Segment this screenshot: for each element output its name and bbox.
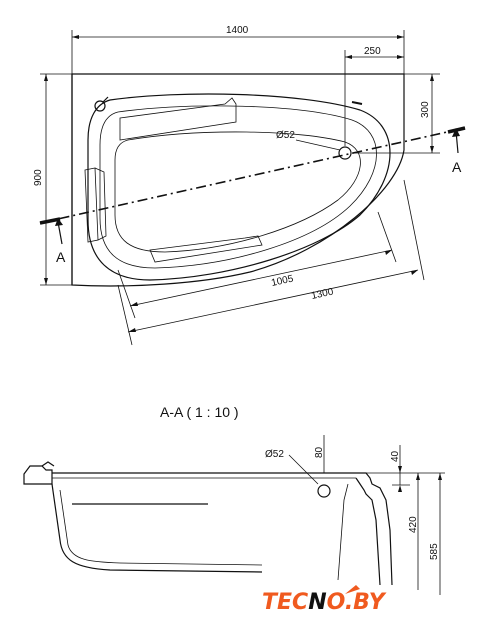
drain-icon [338,146,352,160]
logo-swoosh-icon [345,585,360,594]
section-view: A-A ( 1 : 10 ) Ø52 80 40 420 5 [23,404,445,595]
basin-inner [99,105,377,269]
section-mark-left: A [56,249,66,265]
dim-width: 1400 [226,25,249,36]
basin-floor [114,131,361,253]
dim-height: 900 [33,169,44,186]
dim-outer-length: 1300 [310,286,334,301]
section-title: A-A ( 1 : 10 ) [160,404,239,420]
section-mark-right: A [452,159,462,175]
dim-drain-depth: 300 [420,101,431,118]
dim-total-height: 585 [429,543,440,560]
plan-view: A A Ø52 1400 250 300 900 1005 [33,25,466,346]
section-line-a-a [39,127,466,224]
svg-text:TECNO.BY: TECNO.BY [262,590,387,615]
dim-inner-length: 1005 [270,273,294,288]
logo-part-2: N [308,590,326,615]
dim-drain-height: 80 [314,446,325,458]
section-drain-icon [317,484,331,498]
dim-depth: 420 [408,516,419,533]
dim-drain-offset: 250 [364,46,381,57]
tecno-logo: TECNO.BY [262,585,387,615]
plan-drain-label: Ø52 [276,130,295,141]
basin-outer [87,93,391,281]
section-drain-label: Ø52 [265,449,284,460]
logo-part-3: O.BY [327,590,387,615]
dim-rim: 40 [390,450,401,462]
logo-part-1: TEC [262,590,308,615]
